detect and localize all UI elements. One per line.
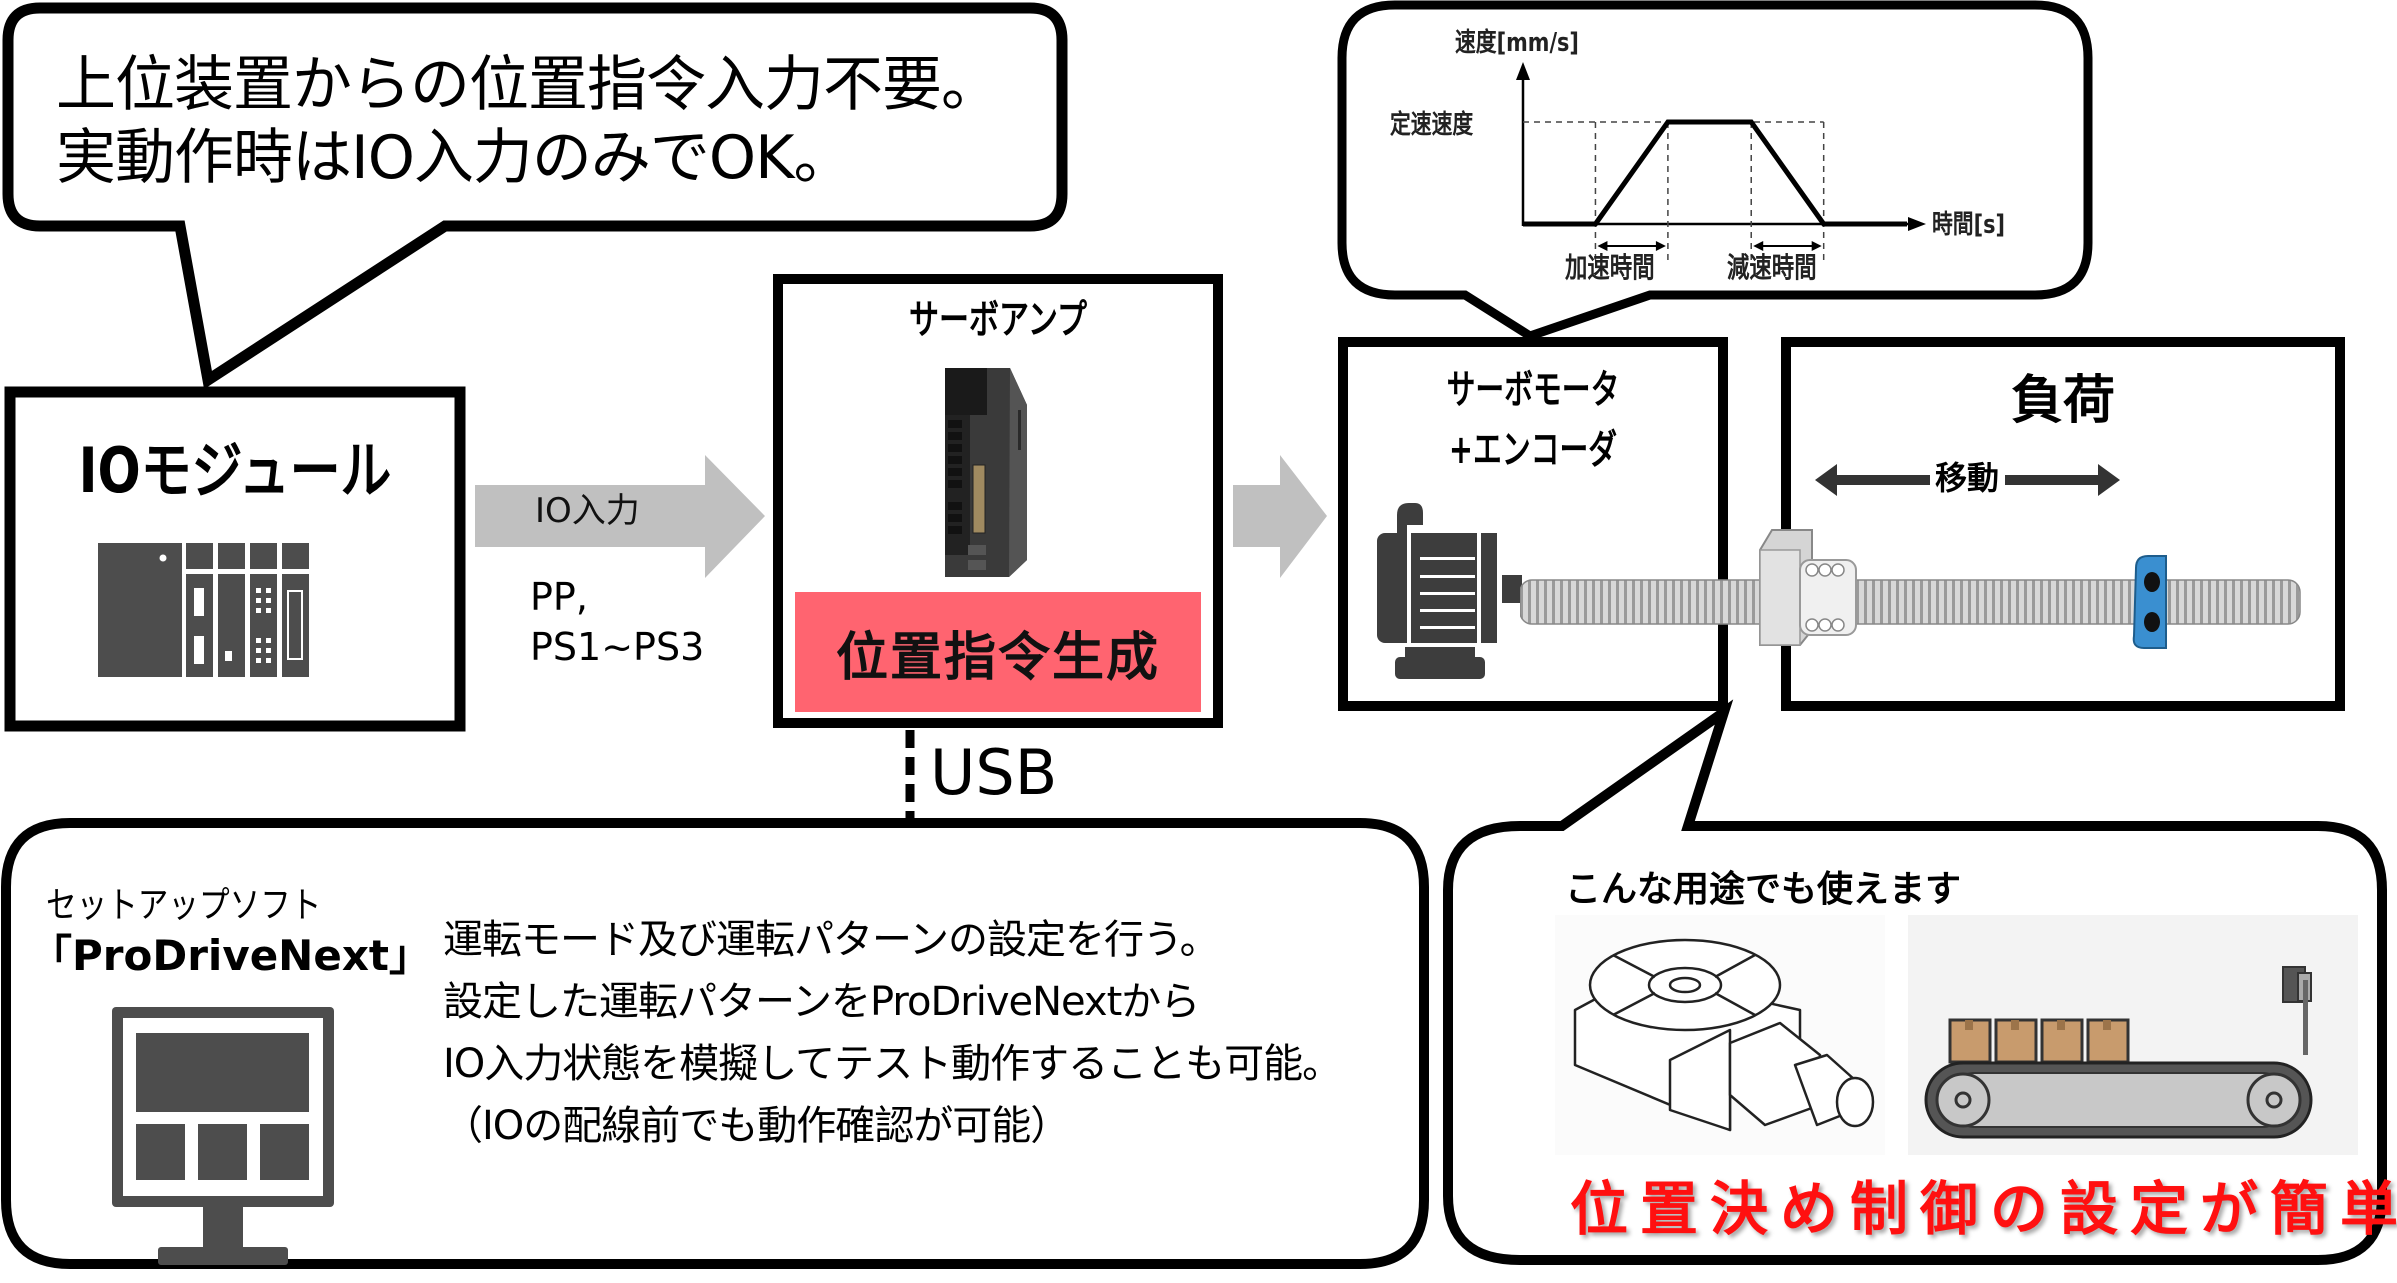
top-right-speech-bubble xyxy=(1337,0,2093,341)
move-left-arrow-icon xyxy=(1815,464,1930,496)
bubble-line-2: 実動作時はIO入力のみでOK。 xyxy=(56,123,853,193)
decel-time-dimension-right-arrowhead xyxy=(1811,241,1822,251)
speed-profile-line xyxy=(1523,119,1907,227)
setup-desc-line-2: 設定した運転パターンをProDriveNextから xyxy=(443,979,1200,1025)
conveyor-belt-icon xyxy=(1908,915,2358,1155)
io-input-arrow xyxy=(475,455,765,578)
chart-y-axis-label: 速度[mm/s] xyxy=(1455,28,1579,58)
load-title: 負荷 xyxy=(2010,371,2115,431)
use-cases-heading: こんな用途でも使えます xyxy=(1565,869,1962,910)
motor-icon xyxy=(1377,503,1522,679)
io-module-title: IOモジュール xyxy=(78,434,392,507)
move-right-arrow-icon xyxy=(2005,464,2120,496)
setup-software-name: 「ProDriveNext」 xyxy=(30,931,431,980)
chart-accel-time-label: 加速時間 xyxy=(1565,251,1655,284)
servo-motor-box xyxy=(1338,337,1728,711)
monitor-icon xyxy=(112,1007,334,1265)
io-signals-line-1: PP, xyxy=(530,575,588,619)
position-command-badge: 位置指令生成 xyxy=(795,592,1201,712)
load-box xyxy=(1781,337,2345,711)
bubble-line-1: 上位装置からの位置指令入力不要。 xyxy=(56,50,1001,120)
setup-software-heading: セットアップソフト xyxy=(46,885,322,926)
top-left-speech-bubble xyxy=(2,2,1068,390)
servo-amp-title: サーボアンプ xyxy=(909,297,1087,343)
rotary-table-icon xyxy=(1555,915,1885,1155)
servo-amplifier-icon xyxy=(945,368,1027,577)
chart-y-tick-label: 定速速度 xyxy=(1390,110,1474,140)
setup-desc-line-4: （IOの配線前でも動作確認が可能） xyxy=(443,1103,1070,1149)
setup-desc-line-3: IO入力状態を模擬してテスト動作することも可能。 xyxy=(443,1041,1342,1087)
y-axis-arrowhead xyxy=(1516,62,1530,80)
amp-to-motor-arrow xyxy=(1233,455,1327,578)
setup-software-panel xyxy=(1,818,1429,1269)
accel-time-dimension-left-arrowhead xyxy=(1597,241,1608,251)
servo-motor-title-line-1: サーボモータ xyxy=(1446,367,1620,413)
plc-rack-icon xyxy=(98,543,309,677)
io-signals-line-2: PS1~PS3 xyxy=(530,625,705,669)
speed-profile-chart xyxy=(1516,62,1926,262)
usb-label: USB xyxy=(930,736,1058,809)
servo-motor-title-line-2: +エンコーダ xyxy=(1448,427,1618,473)
accel-time-dimension-right-arrowhead xyxy=(1655,241,1666,251)
use-cases-slogan: 位置決め制御の設定が簡単！ xyxy=(1570,1175,2397,1243)
ball-screw-icon xyxy=(1520,529,2301,649)
chart-x-axis-label: 時間[s] xyxy=(1932,210,2005,240)
setup-desc-line-1: 運転モード及び運転パターンの設定を行う。 xyxy=(443,917,1220,963)
x-axis-arrowhead xyxy=(1908,217,1926,231)
chart-decel-time-label: 減速時間 xyxy=(1727,251,1817,284)
io-input-label: IO入力 xyxy=(535,491,640,531)
load-move-label: 移動 xyxy=(1935,459,2000,497)
decel-time-dimension-left-arrowhead xyxy=(1753,241,1764,251)
shaft-coupling xyxy=(2132,555,2167,649)
